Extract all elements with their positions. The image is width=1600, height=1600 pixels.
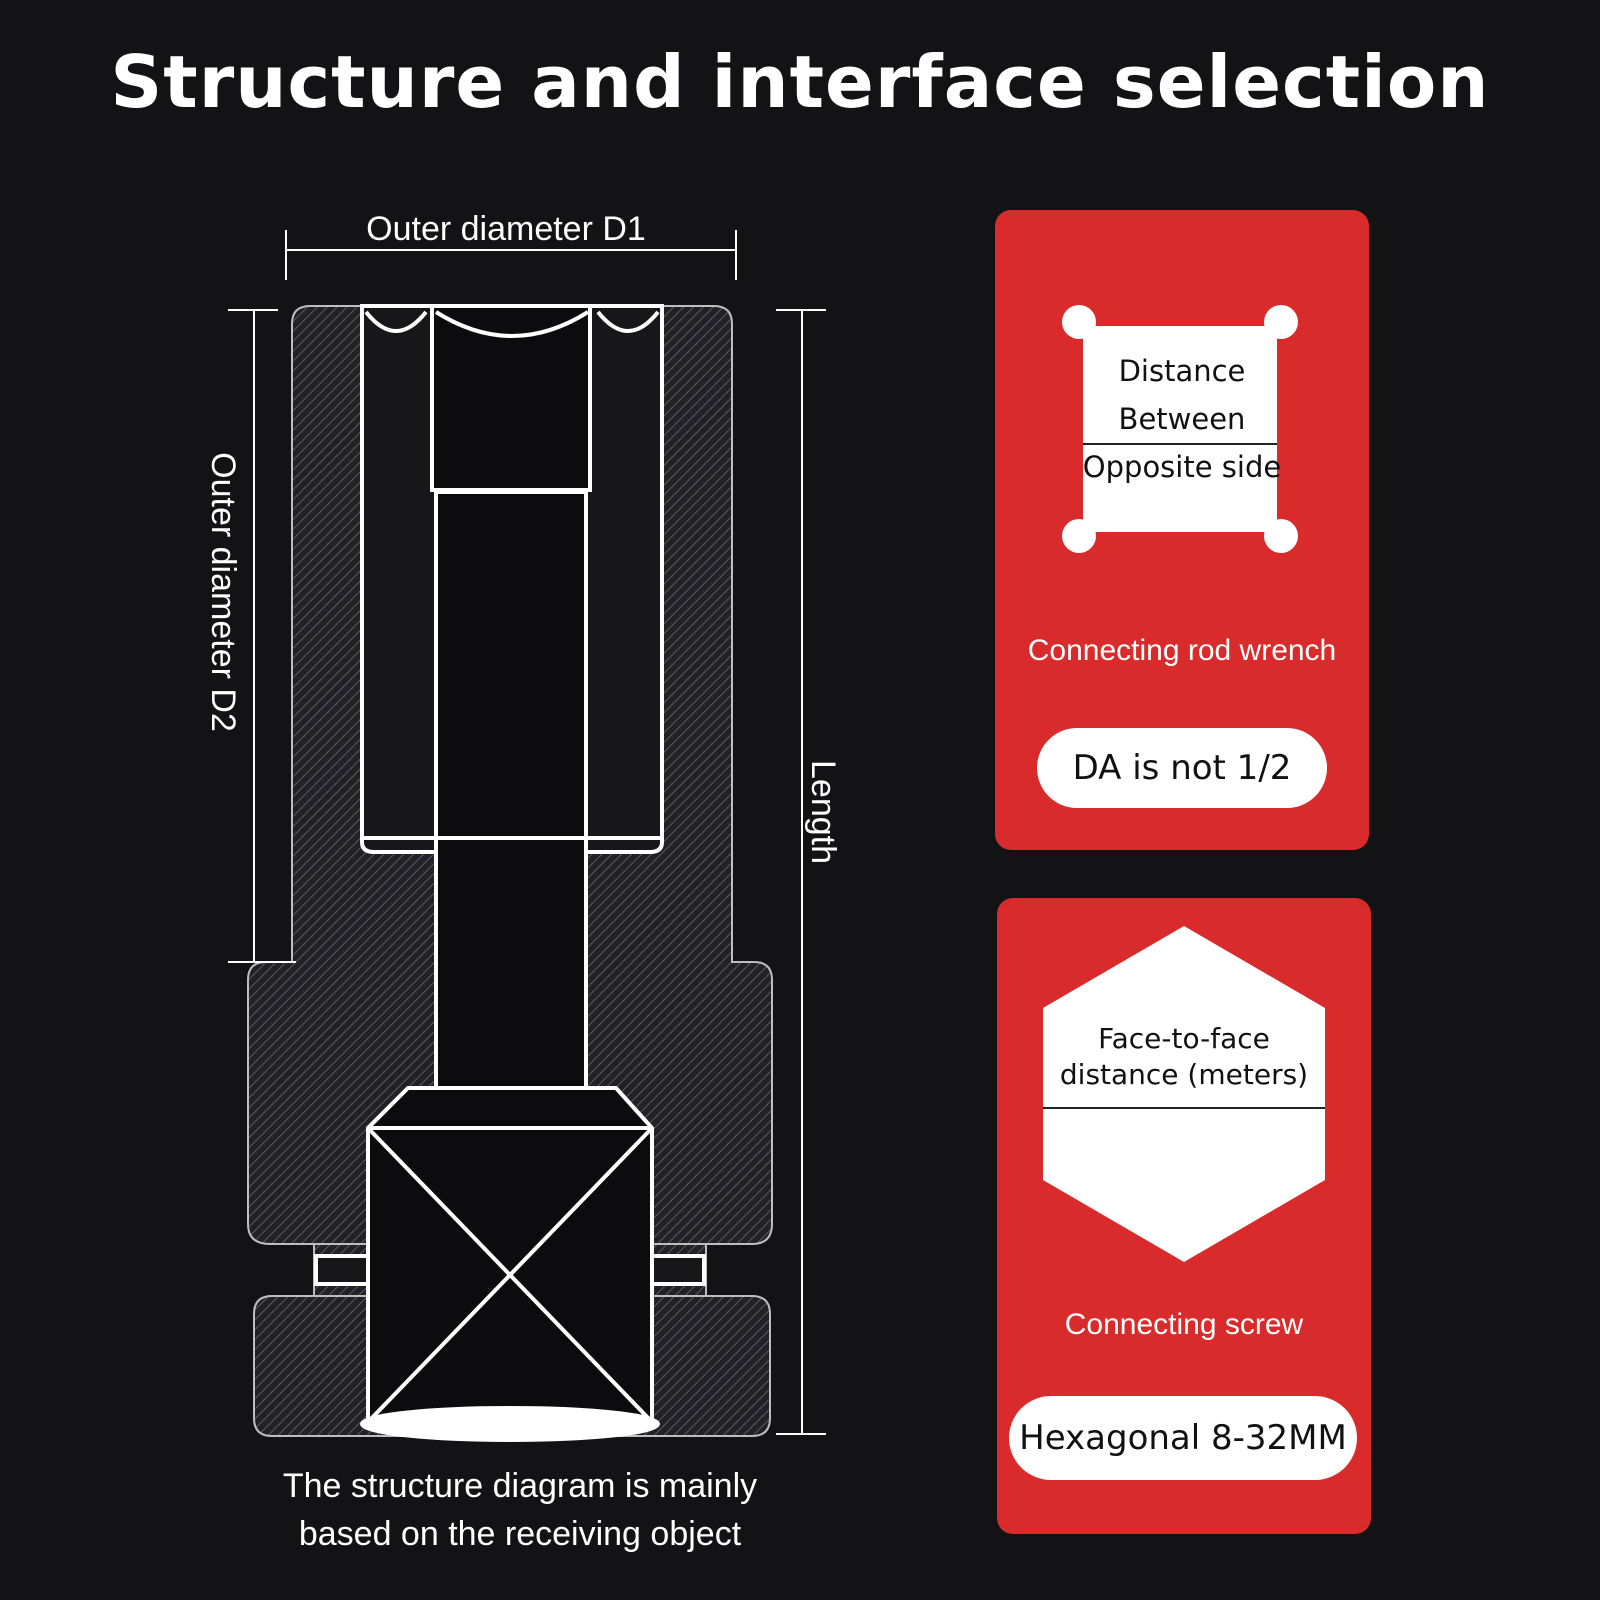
diagram-caption: The structure diagram is mainly based on… xyxy=(190,1462,850,1558)
caption-line-2: based on the receiving object xyxy=(298,1515,742,1553)
hexagon-label-line-2: distance (meters) xyxy=(1059,1058,1309,1091)
page-title: Structure and interface selection xyxy=(110,40,1490,124)
square-label-line-2: Between xyxy=(1118,402,1246,436)
dimension-lines xyxy=(228,230,826,1435)
card-rod-pill: DA is not 1/2 xyxy=(1037,728,1327,808)
card-rod-label: Connecting rod wrench xyxy=(1027,634,1337,667)
caption-line-1: The structure diagram is mainly xyxy=(282,1467,758,1505)
dim-d2-label: Outer diameter D2 xyxy=(204,452,242,732)
hexagon-label-line-1: Face-to-face xyxy=(1098,1022,1270,1055)
socket-top-scallops xyxy=(362,310,662,840)
card-screw-label: Connecting screw xyxy=(1064,1308,1304,1341)
square-label-line-3: Opposite side xyxy=(1082,450,1282,484)
card-connecting-rod-wrench: Distance Between Opposite side Connectin… xyxy=(995,210,1369,850)
hexagon-nut-icon xyxy=(1043,926,1325,1262)
dim-d1-label: Outer diameter D1 xyxy=(366,210,646,248)
card-screw-pill: Hexagonal 8-32MM xyxy=(1009,1396,1357,1480)
socket-cavities xyxy=(314,304,706,1442)
dim-length-label: Length xyxy=(804,760,842,864)
square-nut-icon xyxy=(1062,305,1298,553)
square-label-line-1: Distance xyxy=(1118,354,1246,388)
card-connecting-screw: Face-to-face distance (meters) Connectin… xyxy=(997,898,1371,1534)
